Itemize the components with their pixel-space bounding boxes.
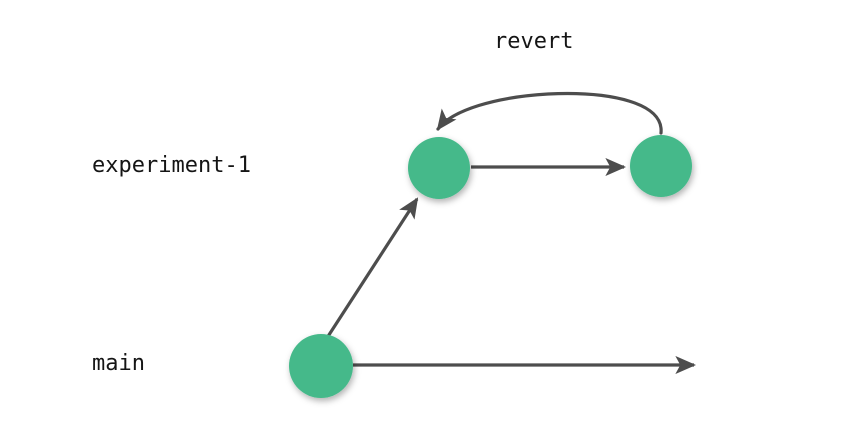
branch-label-experiment-1: experiment-1 [92,153,251,178]
edge-branch-off [323,197,419,342]
commit-node-main-commit-1[interactable] [289,334,353,398]
commit-node-exp-commit-2[interactable] [630,135,692,197]
branch-label-main: main [92,351,145,376]
edge-label-revert: revert [494,29,574,54]
edge-revert [436,91,663,135]
commit-node-exp-commit-1[interactable] [408,137,470,199]
